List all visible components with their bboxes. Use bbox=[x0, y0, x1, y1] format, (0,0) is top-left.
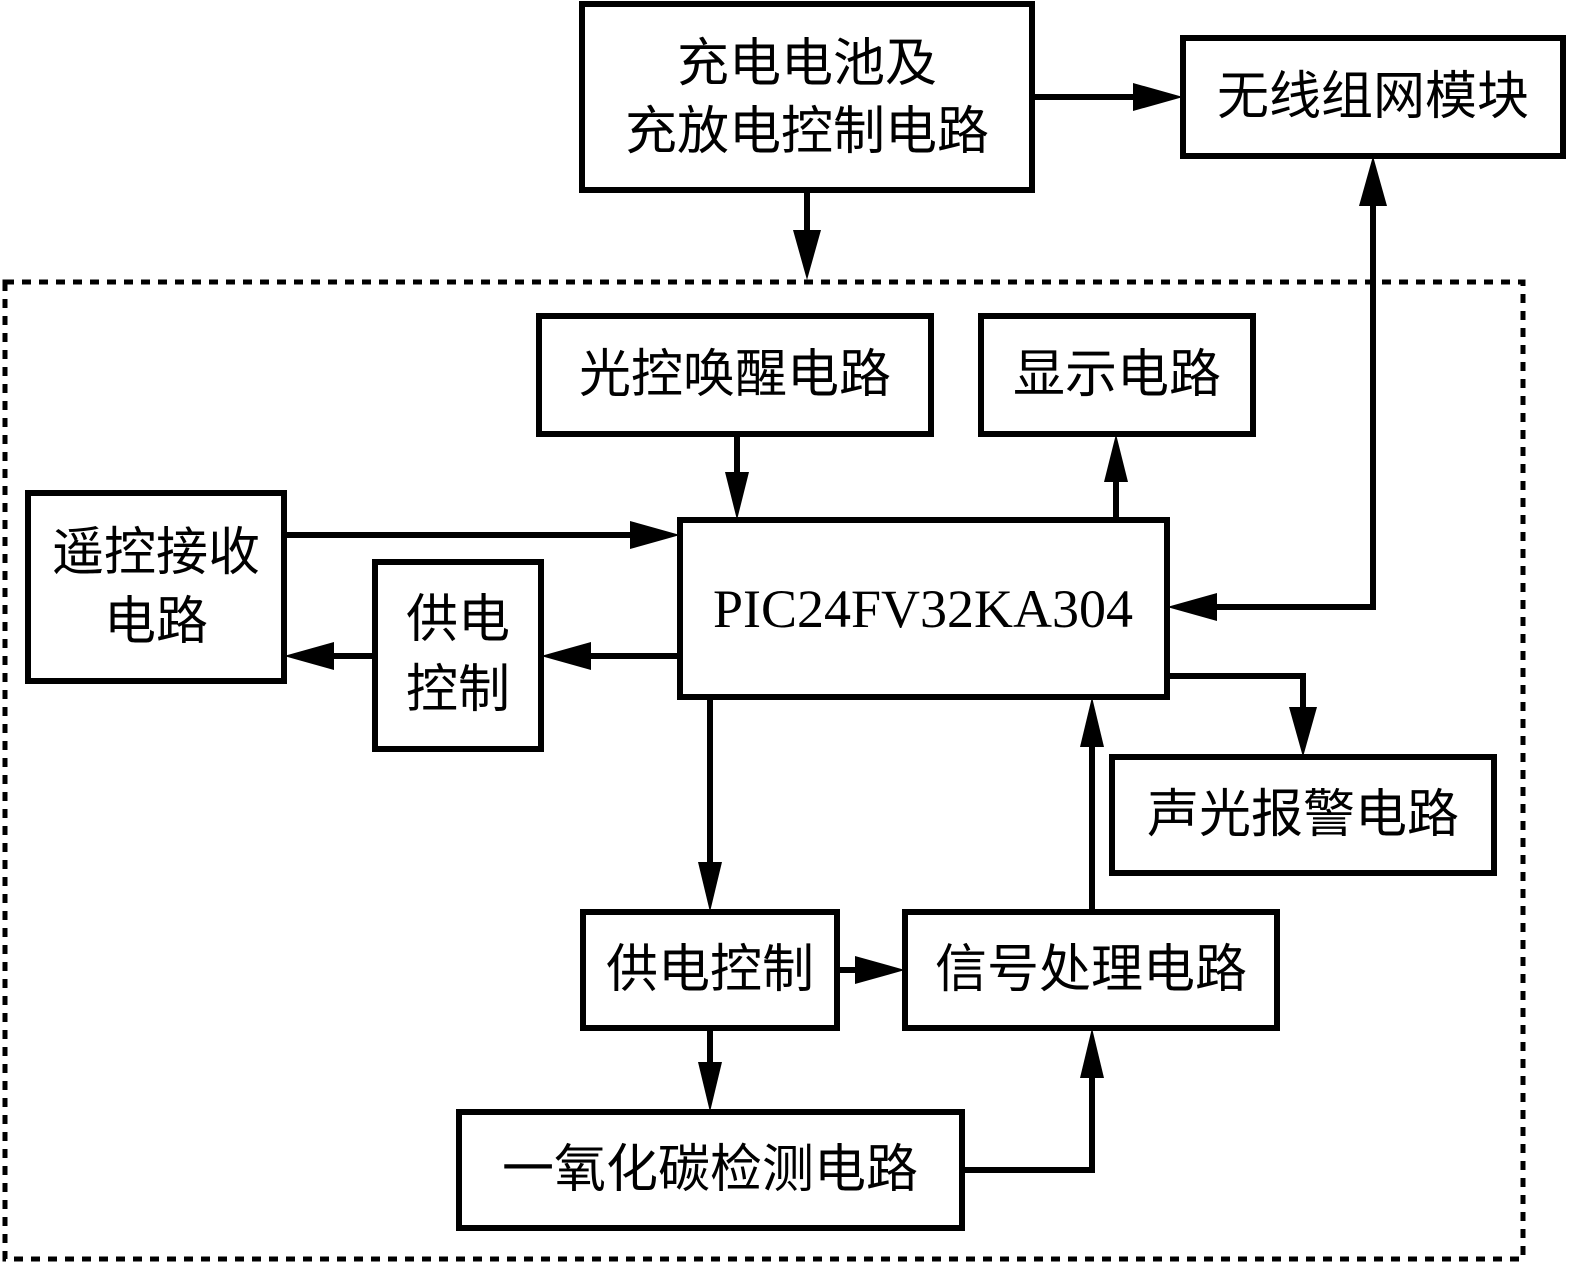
arrow-mcu-wireless-link bbox=[1167, 156, 1387, 621]
block-co-detection-label: 一氧化碳检测电路 bbox=[502, 1140, 918, 1200]
arrow-mcu-to-alarm bbox=[1167, 673, 1317, 757]
block-remote: 遥控接收 电路 bbox=[25, 490, 287, 684]
arrow-power-control-left-to-remote bbox=[284, 642, 375, 670]
arrow-signal-processing-to-mcu bbox=[1080, 697, 1104, 912]
arrow-power-control-to-signal-processing bbox=[837, 956, 905, 984]
block-signal-processing: 信号处理电路 bbox=[902, 909, 1280, 1031]
block-power-control-bottom: 供电控制 bbox=[580, 909, 840, 1031]
block-display: 显示电路 bbox=[978, 313, 1256, 437]
block-mcu: PIC24FV32KA304 bbox=[677, 517, 1170, 700]
block-power-control-left-line-1: 供电 bbox=[406, 590, 510, 650]
block-light-wake-label: 光控唤醒电路 bbox=[579, 345, 891, 405]
block-wireless: 无线组网模块 bbox=[1180, 35, 1566, 159]
arrow-co-detection-to-signal-processing bbox=[962, 1028, 1104, 1173]
arrowhead-down-icon bbox=[1289, 707, 1317, 757]
arrowhead-right-icon bbox=[630, 521, 680, 549]
arrowhead-left-icon bbox=[1167, 593, 1217, 621]
arrowhead-left-icon bbox=[284, 642, 334, 670]
arrow-mcu-to-display bbox=[1104, 434, 1128, 520]
arrow-battery-to-wireless bbox=[1032, 83, 1183, 111]
arrowhead-up-icon bbox=[1080, 1028, 1104, 1078]
arrow-light-wake-to-mcu bbox=[725, 434, 749, 520]
block-power-control-bottom-label: 供电控制 bbox=[606, 940, 814, 1000]
block-display-label: 显示电路 bbox=[1013, 345, 1221, 405]
arrowhead-up-icon bbox=[1080, 697, 1104, 747]
block-remote-line-2: 电路 bbox=[104, 592, 208, 652]
block-power-control-left-line-2: 控制 bbox=[406, 660, 510, 720]
block-signal-processing-label: 信号处理电路 bbox=[935, 940, 1247, 1000]
arrowhead-right-icon bbox=[855, 956, 905, 984]
block-battery: 充电电池及 充放电控制电路 bbox=[579, 1, 1035, 193]
arrowhead-left-icon bbox=[541, 642, 591, 670]
system-boundary-frame bbox=[2, 279, 1526, 1262]
block-wireless-label: 无线组网模块 bbox=[1217, 67, 1529, 127]
block-alarm-label: 声光报警电路 bbox=[1147, 785, 1459, 845]
block-co-detection: 一氧化碳检测电路 bbox=[456, 1109, 965, 1231]
arrow-mcu-to-power-control-bottom bbox=[698, 697, 722, 912]
block-light-wake: 光控唤醒电路 bbox=[536, 313, 934, 437]
arrow-mcu-to-power-control-left bbox=[541, 642, 680, 670]
block-battery-line-2: 充放电控制电路 bbox=[625, 102, 989, 162]
arrowhead-down-icon bbox=[725, 472, 749, 520]
arrowhead-up-icon bbox=[1359, 156, 1387, 206]
arrowhead-up-icon bbox=[1104, 434, 1128, 482]
block-remote-line-1: 遥控接收 bbox=[52, 523, 260, 583]
arrow-power-control-to-co-detection bbox=[698, 1028, 722, 1112]
arrowhead-down-icon bbox=[793, 230, 821, 280]
block-mcu-label: PIC24FV32KA304 bbox=[713, 579, 1133, 639]
block-power-control-left: 供电 控制 bbox=[372, 559, 544, 752]
arrowhead-down-icon bbox=[698, 1062, 722, 1112]
block-alarm: 声光报警电路 bbox=[1109, 754, 1497, 876]
arrowhead-right-icon bbox=[1133, 83, 1183, 111]
block-battery-line-1: 充电电池及 bbox=[677, 34, 937, 94]
arrowhead-down-icon bbox=[698, 862, 722, 912]
arrow-remote-to-mcu bbox=[284, 521, 680, 549]
arrow-battery-to-system bbox=[793, 190, 821, 280]
